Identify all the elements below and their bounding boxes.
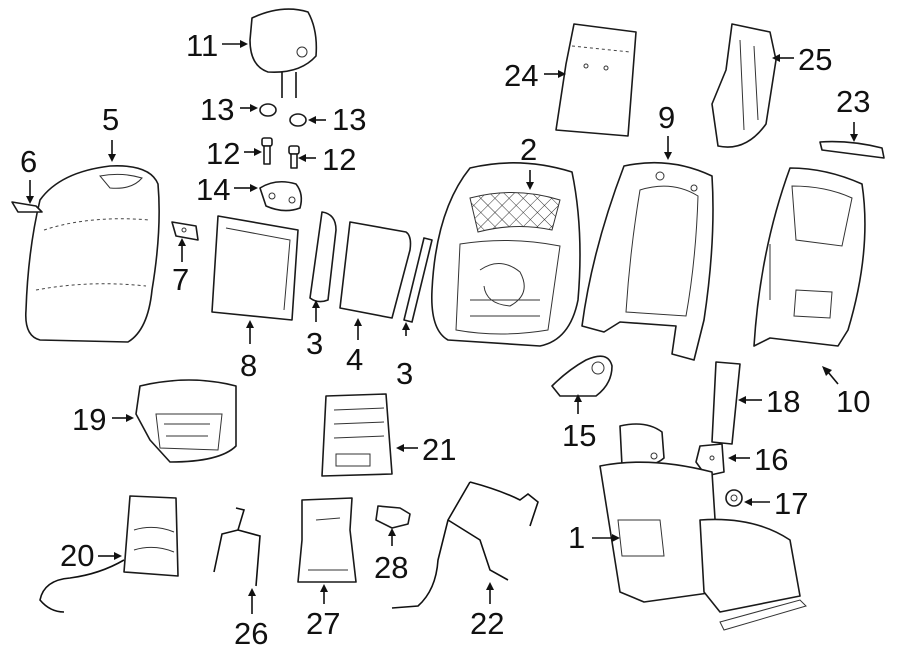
callout-20: 20 bbox=[60, 538, 94, 573]
callout-16: 16 bbox=[754, 442, 788, 477]
back-board-part bbox=[555, 23, 637, 137]
heater-pad-part bbox=[39, 495, 179, 613]
complete-seat-part bbox=[599, 423, 807, 631]
callout-14: 14 bbox=[196, 172, 230, 207]
side-panel-part bbox=[711, 361, 741, 445]
callout-5: 5 bbox=[102, 102, 119, 137]
callout-3-left: 3 bbox=[306, 326, 323, 361]
callout-10: 10 bbox=[836, 384, 870, 419]
callout-13-right: 13 bbox=[332, 102, 366, 137]
callout-25: 25 bbox=[798, 42, 832, 77]
seatback-cover-part bbox=[24, 165, 160, 343]
wire-harness-small-part bbox=[213, 507, 261, 587]
back-panel-part bbox=[211, 215, 299, 321]
trim-clip-part bbox=[11, 201, 43, 213]
bolt-right-part bbox=[288, 145, 300, 169]
callout-3-right: 3 bbox=[396, 356, 413, 391]
bracket-plate-part bbox=[259, 180, 303, 212]
callout-8: 8 bbox=[240, 348, 257, 383]
callout-23: 23 bbox=[836, 84, 870, 119]
callout-26: 26 bbox=[234, 616, 268, 651]
push-pin-part bbox=[725, 489, 743, 507]
mount-plate-part bbox=[695, 443, 725, 477]
lumbar-pad-part bbox=[339, 221, 412, 319]
small-bracket-part bbox=[171, 221, 199, 241]
callout-6: 6 bbox=[20, 144, 37, 179]
side-shield-part bbox=[551, 355, 613, 397]
callout-4: 4 bbox=[346, 342, 363, 377]
headrest-guide-right-part bbox=[289, 113, 307, 127]
callout-12-right: 12 bbox=[322, 142, 356, 177]
callout-9: 9 bbox=[658, 100, 675, 135]
seatback-housing-part bbox=[753, 167, 866, 347]
seatback-frame-part bbox=[581, 161, 714, 361]
callout-19: 19 bbox=[72, 402, 106, 437]
lower-module-part bbox=[297, 497, 357, 583]
callout-22: 22 bbox=[470, 606, 504, 641]
seat-module-part bbox=[135, 379, 237, 463]
callout-2: 2 bbox=[520, 132, 537, 167]
control-module-part bbox=[321, 393, 393, 477]
connector-part bbox=[375, 505, 411, 529]
callout-18: 18 bbox=[766, 384, 800, 419]
callout-24: 24 bbox=[504, 58, 538, 93]
callout-21: 21 bbox=[422, 432, 456, 467]
callout-15: 15 bbox=[562, 418, 596, 453]
callout-13-left: 13 bbox=[200, 92, 234, 127]
callout-1: 1 bbox=[568, 520, 585, 555]
foam-strip-right-part bbox=[403, 237, 433, 323]
foam-pad-left-part bbox=[309, 211, 337, 303]
seatback-trim-cover-part bbox=[431, 162, 581, 347]
headrest-guide-left-part bbox=[259, 103, 277, 117]
headrest-part bbox=[249, 8, 318, 98]
callout-12-left: 12 bbox=[206, 136, 240, 171]
callout-7: 7 bbox=[172, 262, 189, 297]
side-bracket-part bbox=[711, 23, 777, 148]
trim-strip-part bbox=[819, 140, 885, 159]
callout-28: 28 bbox=[374, 550, 408, 585]
callout-11: 11 bbox=[186, 28, 218, 63]
main-harness-part bbox=[391, 481, 539, 609]
callout-27: 27 bbox=[306, 606, 340, 641]
callout-17: 17 bbox=[774, 486, 808, 521]
bolt-left-part bbox=[261, 137, 273, 165]
